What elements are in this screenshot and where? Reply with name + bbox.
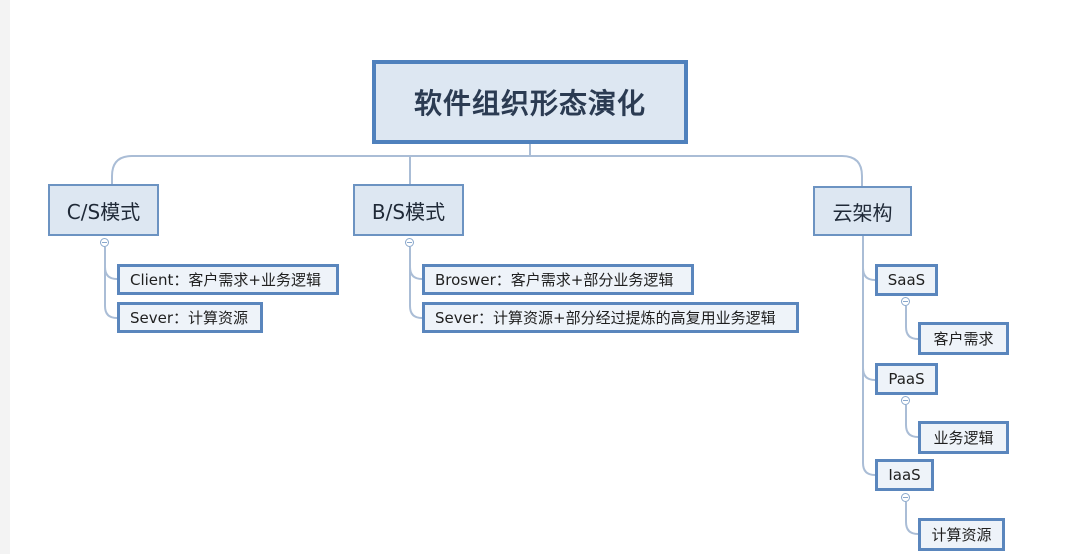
connector-bs-trunk	[409, 247, 423, 319]
cs-server-node[interactable]: Sever：计算资源	[117, 302, 263, 333]
cloud-paas-node[interactable]: PaaS	[875, 363, 938, 395]
collapse-toggle-icon[interactable]	[901, 297, 910, 306]
collapse-toggle-icon[interactable]	[901, 396, 910, 405]
paas-business-logic-node[interactable]: 业务逻辑	[918, 421, 1009, 454]
iaas-computing-resources-node[interactable]: 计算资源	[918, 518, 1005, 551]
branch-cs-mode[interactable]: C/S模式	[48, 184, 159, 236]
branch-bs-mode[interactable]: B/S模式	[353, 184, 464, 236]
connector-root-bar	[111, 155, 863, 177]
connector-saas-leaf	[905, 306, 919, 340]
collapse-toggle-icon[interactable]	[405, 238, 414, 247]
root-topic[interactable]: 软件组织形态演化	[372, 60, 688, 144]
connector-cloud-saas	[862, 267, 876, 281]
bs-browser-node[interactable]: Broswer：客户需求+部分业务逻辑	[422, 264, 694, 295]
bs-server-node[interactable]: Sever：计算资源+部分经过提炼的高复用业务逻辑	[422, 302, 799, 333]
connector-cs-client	[104, 266, 118, 280]
cloud-iaas-node[interactable]: IaaS	[875, 459, 934, 491]
collapse-toggle-icon[interactable]	[100, 238, 109, 247]
cloud-saas-node[interactable]: SaaS	[875, 264, 938, 296]
connector-cloud-trunk	[862, 236, 876, 476]
connector-iaas-leaf	[905, 502, 919, 535]
connector-paas-leaf	[905, 405, 919, 438]
connector-bs-browser	[409, 266, 423, 280]
cs-client-node[interactable]: Client：客户需求+业务逻辑	[117, 264, 339, 295]
left-edge-strip	[0, 0, 10, 554]
branch-cloud-architecture[interactable]: 云架构	[813, 186, 912, 236]
connector-cloud-paas	[862, 367, 876, 381]
saas-customer-demand-node[interactable]: 客户需求	[918, 322, 1009, 355]
collapse-toggle-icon[interactable]	[901, 493, 910, 502]
connector-cs-trunk	[104, 247, 118, 319]
